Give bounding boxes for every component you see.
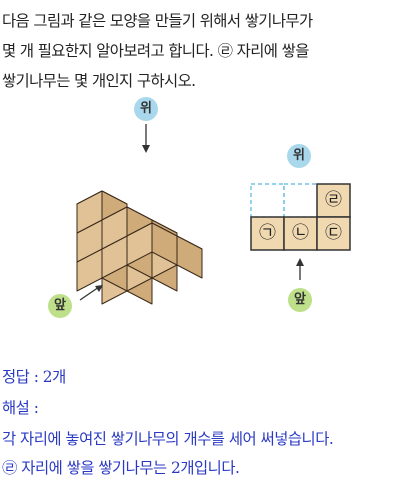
explanation-line: 각 자리에 놓여진 쌓기나무의 개수를 세어 써넣습니다. [2, 430, 334, 448]
question-line: 다음 그림과 같은 모양을 만들기 위해서 쌓기나무가 [2, 12, 313, 30]
explanation-line: ㉣ 자리에 쌓을 쌓기나무는 2개입니다. [2, 459, 240, 477]
top-view-badge: 위 [134, 97, 158, 121]
explanation-heading: 해설 : [2, 399, 39, 417]
plan-cell-rieul: ㉣ [325, 190, 342, 210]
question-line: 쌓기나무는 몇 개인지 구하시오. [2, 72, 196, 90]
arrow-up-icon [296, 258, 304, 280]
plan-cell-digeut: ㉢ [325, 223, 342, 243]
plan-front-badge: 앞 [288, 288, 312, 312]
cube-right-face [151, 222, 178, 266]
answer-line: 정답 : 2개 [2, 368, 66, 386]
question-line: 몇 개 필요한지 알아보려고 합니다. ㉣ 자리에 쌓을 [2, 42, 309, 60]
plan-top-badge: 위 [287, 144, 311, 168]
front-view-badge: 앞 [48, 294, 72, 318]
plan-cell-giyeok: ㉠ [259, 223, 276, 243]
question-text: 다음 그림과 같은 모양을 만들기 위해서 쌓기나무가 몇 개 필요한지 알아보… [2, 6, 398, 96]
plan-cell-nieun: ㉡ [292, 223, 309, 243]
